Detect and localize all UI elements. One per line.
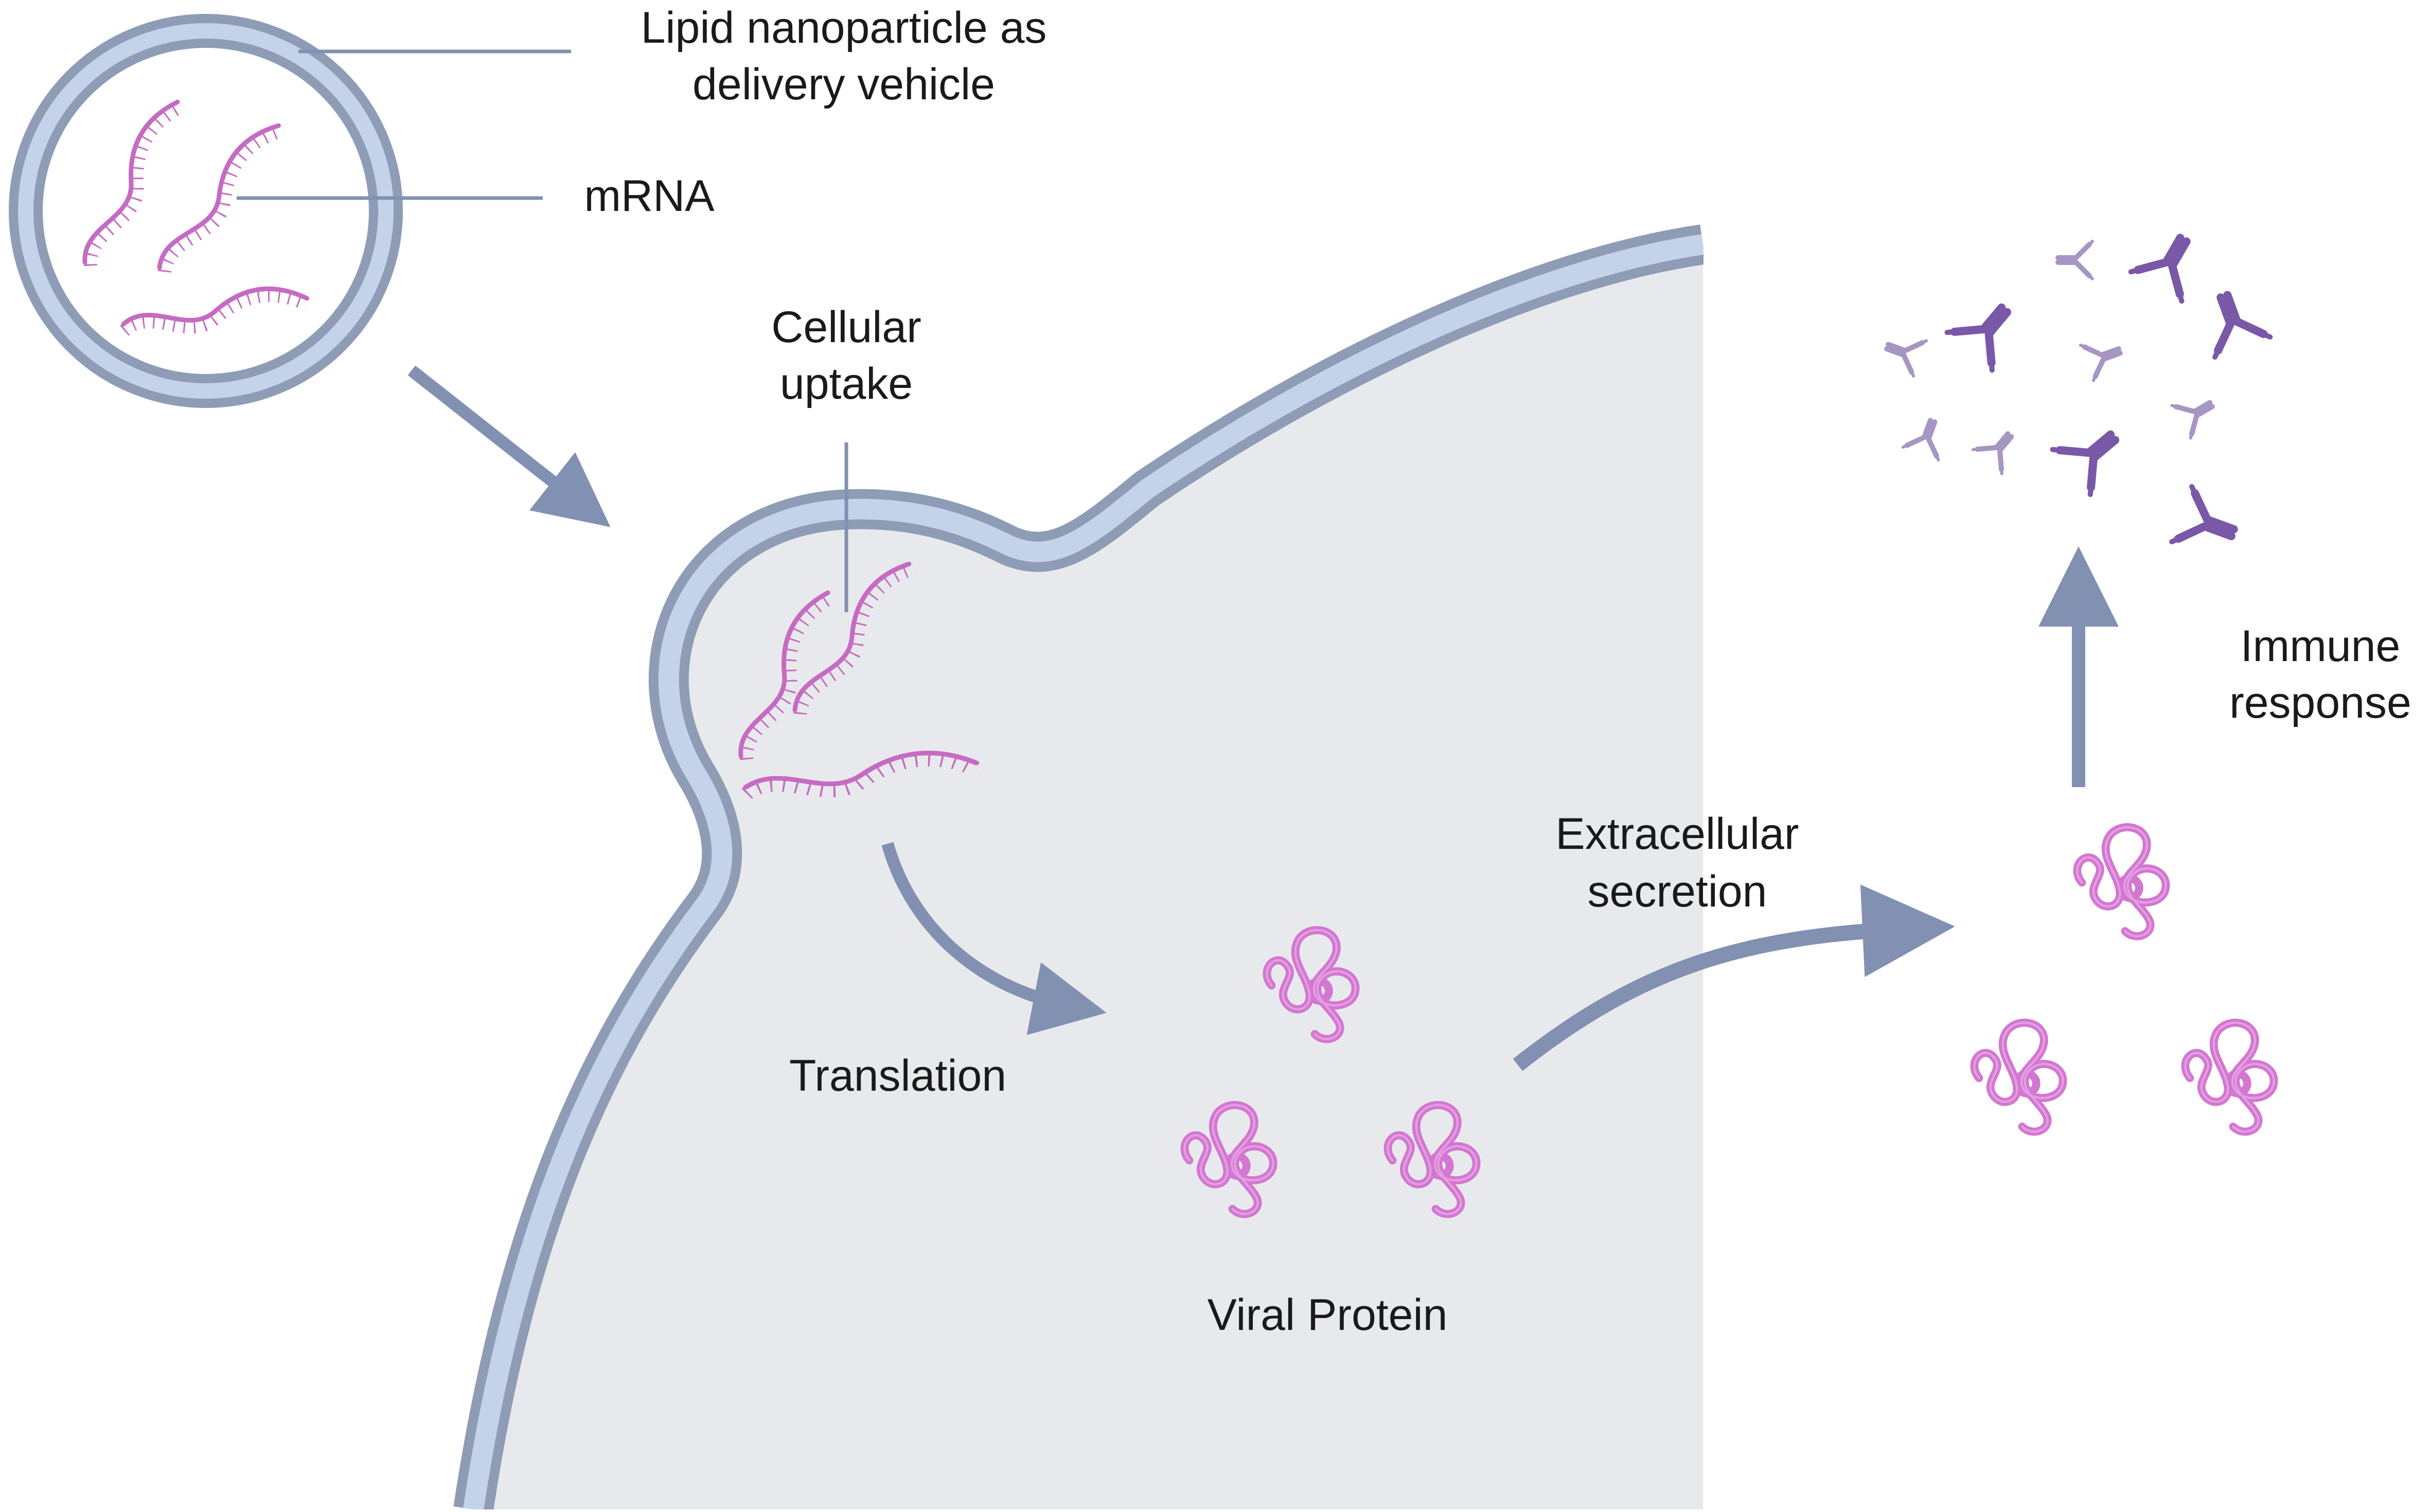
lnp-label-line1: Lipid nanoparticle as [641,3,1047,52]
mrna-label: mRNA [584,171,715,221]
antibody-icon [1973,423,2024,474]
folded-protein-icon [2185,1023,2274,1132]
antibody-icon [2058,241,2092,279]
folded-protein-icon [1974,1023,2063,1132]
antibody-icon [2131,225,2209,301]
immune-label-line2: response [2229,678,2411,727]
lnp-label-line2: delivery vehicle [693,60,995,109]
secreted-proteins [1974,827,2274,1132]
cytoplasm [473,244,1703,1509]
uptake-label-line1: Cellular [771,303,921,352]
antibody-icon [1947,291,2027,370]
arrow-secretion [1513,884,1955,1071]
antibodies [1881,225,2270,560]
uptake-label-line2: uptake [780,359,913,408]
secretion-label-line2: secretion [1588,867,1767,916]
folded-protein-icon [2077,827,2166,936]
translation-label: Translation [789,1051,1006,1100]
antibody-icon [2172,487,2243,560]
antibody-icon [1903,415,1950,460]
immune-label-line1: Immune [2241,621,2401,671]
antibody-icon [2172,388,2221,438]
antibody-icon [2196,286,2270,357]
lipid-nanoparticle [9,14,403,408]
cell-membrane-inner [463,234,1705,1511]
arrow-translation [881,842,1107,1035]
secretion-label-line1: Extracellular [1555,809,1799,859]
arrows [407,365,2119,1071]
antibody-icon [1881,329,1926,377]
antibody-icon [2081,333,2126,381]
antibody-icon [2053,415,2132,494]
cell [453,221,1719,1512]
arrow-lnp-to-cell [407,365,611,527]
viral-protein-label: Viral Protein [1208,1290,1448,1340]
